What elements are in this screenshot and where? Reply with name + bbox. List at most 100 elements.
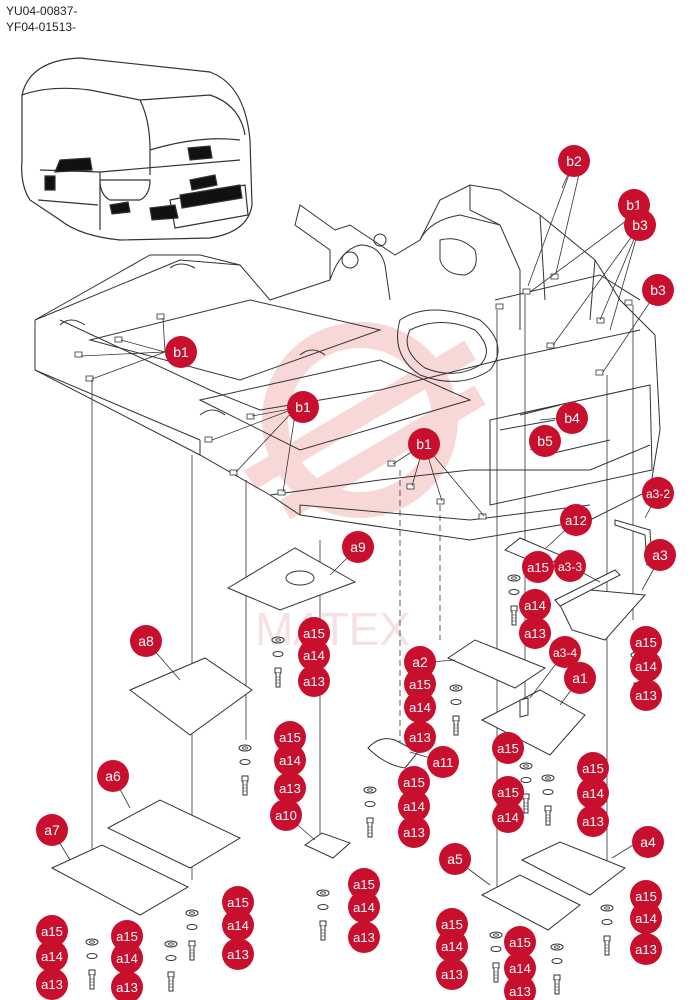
callout-text: a13 xyxy=(524,626,546,641)
callout-a5: a5 xyxy=(439,843,471,875)
callout-text: a15 xyxy=(403,775,425,790)
callout-a14: a14 xyxy=(492,801,524,833)
callout-text: a15 xyxy=(116,929,138,944)
callout-text: a9 xyxy=(350,539,366,555)
callout-text: a13 xyxy=(41,977,63,992)
callout-badge xyxy=(298,639,330,671)
callout-badge xyxy=(504,952,536,984)
plate-a2 xyxy=(446,639,547,689)
callout-badge xyxy=(560,504,592,536)
callout-a1: a1 xyxy=(564,662,596,694)
callout-a13: a13 xyxy=(404,721,436,753)
plate-a7 xyxy=(50,844,190,916)
callout-badge xyxy=(549,636,581,668)
callout-badge xyxy=(436,930,468,962)
callout-a12: a12 xyxy=(560,504,592,536)
callout-a15: a15 xyxy=(274,721,306,753)
callout-text: a15 xyxy=(279,730,301,745)
callout-a13: a13 xyxy=(222,938,254,970)
callout-text: a13 xyxy=(635,942,657,957)
callout-badge xyxy=(436,958,468,990)
callout-a8: a8 xyxy=(130,625,162,657)
callout-text: a15 xyxy=(353,877,375,892)
callout-text: a6 xyxy=(105,768,121,784)
callout-text: a15 xyxy=(41,924,63,939)
callout-text: a14 xyxy=(353,900,375,915)
callout-text: a14 xyxy=(116,951,138,966)
callout-text: a8 xyxy=(138,633,154,649)
callout-text: a3-4 xyxy=(553,646,577,660)
callout-a14: a14 xyxy=(630,902,662,934)
callout-a13: a13 xyxy=(436,958,468,990)
callout-text: a13 xyxy=(403,825,425,840)
callout-text: a4 xyxy=(640,834,656,850)
callout-badge xyxy=(398,766,430,798)
callout-badge xyxy=(556,402,588,434)
callout-badge xyxy=(222,886,254,918)
callout-a15: a15 xyxy=(36,915,68,947)
callout-text: a13 xyxy=(303,674,325,689)
callout-text: a14 xyxy=(409,700,431,715)
fastener-stack-a5 xyxy=(489,931,503,983)
callout-text: a13 xyxy=(409,730,431,745)
callout-text: a10 xyxy=(275,808,297,823)
callout-text: a15 xyxy=(527,560,549,575)
callout-badge xyxy=(492,801,524,833)
callout-a15: a15 xyxy=(404,668,436,700)
callout-badge xyxy=(642,274,674,306)
callout-a3-4: a3-4 xyxy=(549,636,581,668)
callout-a14: a14 xyxy=(504,952,536,984)
frame-brackets xyxy=(74,273,633,520)
upper-frame-drawing xyxy=(34,184,661,541)
callout-badge xyxy=(624,209,656,241)
callout-text: a15 xyxy=(497,785,519,800)
bracket-a3-4 xyxy=(519,697,529,718)
callout-badge xyxy=(577,777,609,809)
callout-badge xyxy=(436,908,468,940)
callout-text: a13 xyxy=(441,967,463,982)
callout-a4: a4 xyxy=(632,826,664,858)
callout-badge xyxy=(519,617,551,649)
callout-b2: b2 xyxy=(558,145,590,177)
callout-text: b1 xyxy=(295,399,311,415)
watermark-text: MATEX xyxy=(255,603,410,655)
callout-badge xyxy=(632,826,664,858)
callout-badge xyxy=(398,816,430,848)
callout-text: a15 xyxy=(635,635,657,650)
callout-b1: b1 xyxy=(165,336,197,368)
callout-text: a13 xyxy=(279,781,301,796)
callout-a14: a14 xyxy=(630,650,662,682)
callout-text: a14 xyxy=(279,753,301,768)
callout-badge xyxy=(630,650,662,682)
callout-a15: a15 xyxy=(348,868,380,900)
callout-text: b1 xyxy=(626,197,642,213)
callout-text: a14 xyxy=(497,810,519,825)
fastener-stack-a7 xyxy=(85,938,99,990)
plate-a10 xyxy=(304,832,351,859)
callout-text: a13 xyxy=(635,688,657,703)
callout-text: a13 xyxy=(353,930,375,945)
callout-a13: a13 xyxy=(630,679,662,711)
callout-text: b3 xyxy=(632,217,648,233)
callout-badge xyxy=(270,799,302,831)
callout-text: a15 xyxy=(441,917,463,932)
callout-b1: b1 xyxy=(287,391,319,423)
callout-badge xyxy=(404,668,436,700)
callout-text: a14 xyxy=(41,949,63,964)
callout-a15: a15 xyxy=(398,766,430,798)
callout-a14: a14 xyxy=(404,691,436,723)
callout-badge xyxy=(564,662,596,694)
callout-badge xyxy=(298,665,330,697)
fastener-stack-a5-right xyxy=(550,943,564,995)
callout-badge xyxy=(36,940,68,972)
callout-text: a5 xyxy=(447,851,463,867)
callout-badge xyxy=(439,843,471,875)
callout-badge xyxy=(348,868,380,900)
callout-a15: a15 xyxy=(111,920,143,952)
callout-a15: a15 xyxy=(492,776,524,808)
callout-a13: a13 xyxy=(519,617,551,649)
callout-badge xyxy=(274,721,306,753)
plate-a6 xyxy=(106,799,242,869)
